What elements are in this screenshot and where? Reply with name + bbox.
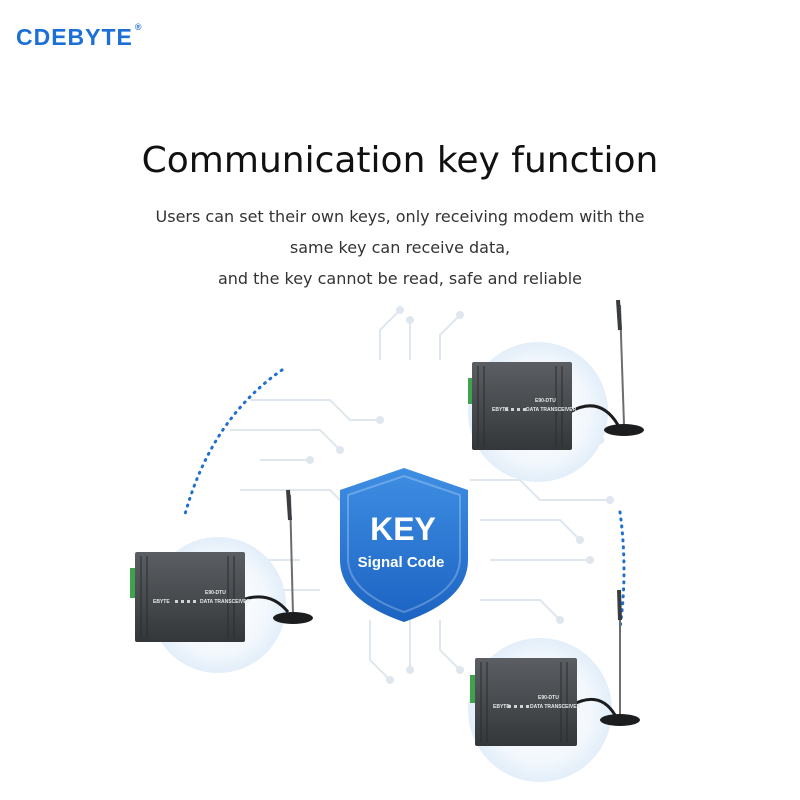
device-label: DATA TRANSCEIVER <box>200 599 251 605</box>
terminal-block <box>468 378 472 404</box>
device-body <box>472 362 572 450</box>
device-brand: EBYTE <box>492 407 509 413</box>
device-left: EBYTE E90-DTU DATA TRANSCEIVER <box>130 489 313 642</box>
device-brand: EBYTE <box>153 599 170 605</box>
signal-arc-left <box>182 368 284 520</box>
device-body <box>475 658 577 746</box>
shield-sub-label: Signal Code <box>358 554 445 571</box>
description-line-2: same key can receive data, <box>289 238 511 257</box>
device-brand: EBYTE <box>493 704 510 710</box>
antenna-cable <box>569 404 620 426</box>
antenna-base <box>604 424 644 436</box>
device-bottom: EBYTE E90-DTU DATA TRANSCEIVER <box>470 589 640 746</box>
terminal-block <box>470 675 475 703</box>
antenna-base <box>273 612 313 624</box>
device-model: E90-DTU <box>205 590 226 596</box>
device-label: DATA TRANSCEIVER <box>526 407 577 413</box>
device-model: E90-DTU <box>538 695 559 701</box>
terminal-block <box>130 568 135 598</box>
shield-key-label: KEY <box>370 511 436 547</box>
circuit-nodes <box>226 306 614 684</box>
device-label: DATA TRANSCEIVER <box>530 704 581 710</box>
device-model: E90-DTU <box>535 398 556 404</box>
antenna-base <box>600 714 640 726</box>
device-body <box>135 552 245 642</box>
description-line-3: and the key cannot be read, safe and rel… <box>217 269 583 288</box>
antenna-cable <box>241 595 290 613</box>
key-shield <box>340 468 468 622</box>
brand-logo: CDEBYTE® <box>16 22 143 51</box>
registered-mark: ® <box>134 22 143 33</box>
description-line-1: Users can set their own keys, only recei… <box>155 207 645 226</box>
circuit-background <box>229 309 610 681</box>
device-top: EBYTE E90-DTU DATA TRANSCEIVER <box>468 299 644 450</box>
page-title: Communication key function <box>141 140 659 181</box>
logo-text: CDEBYTE <box>16 24 133 50</box>
